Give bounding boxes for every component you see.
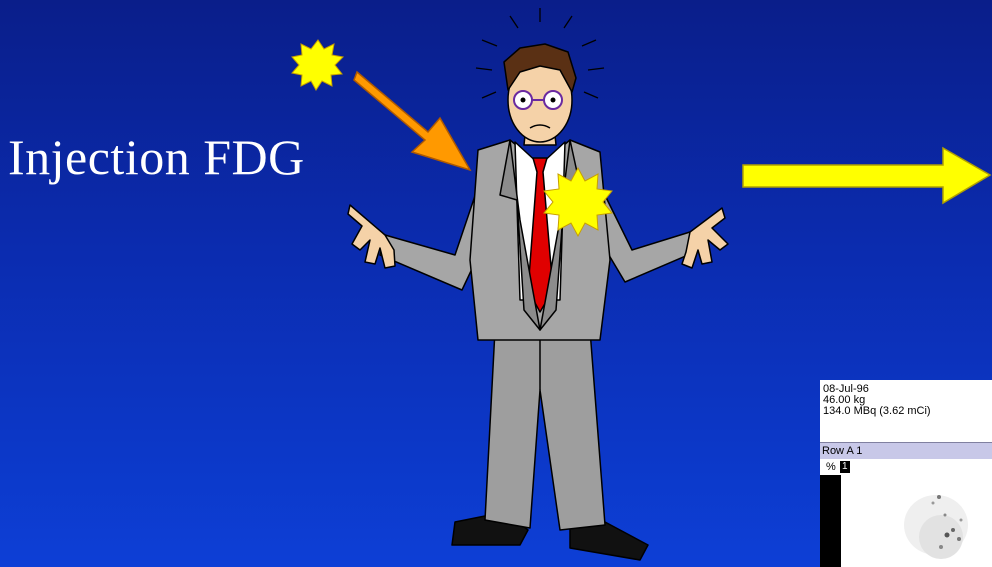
result-arrow-icon <box>743 148 990 203</box>
injection-arrow-icon <box>354 72 470 170</box>
radiation-burst-icon <box>292 40 343 90</box>
frame-number: 1 <box>840 461 850 473</box>
row-label: Row A 1 <box>822 445 862 457</box>
intensity-scale-bar <box>820 475 841 567</box>
pet-scan-panel: 08-Jul-96 46.00 kg 134.0 MBq (3.62 mCi) … <box>820 380 992 567</box>
row-header: Row A 1 <box>820 442 992 459</box>
percent-label: % <box>826 461 836 473</box>
pet-scan-image <box>841 475 992 567</box>
injected-activity: 134.0 MBq (3.62 mCi) <box>823 406 931 417</box>
